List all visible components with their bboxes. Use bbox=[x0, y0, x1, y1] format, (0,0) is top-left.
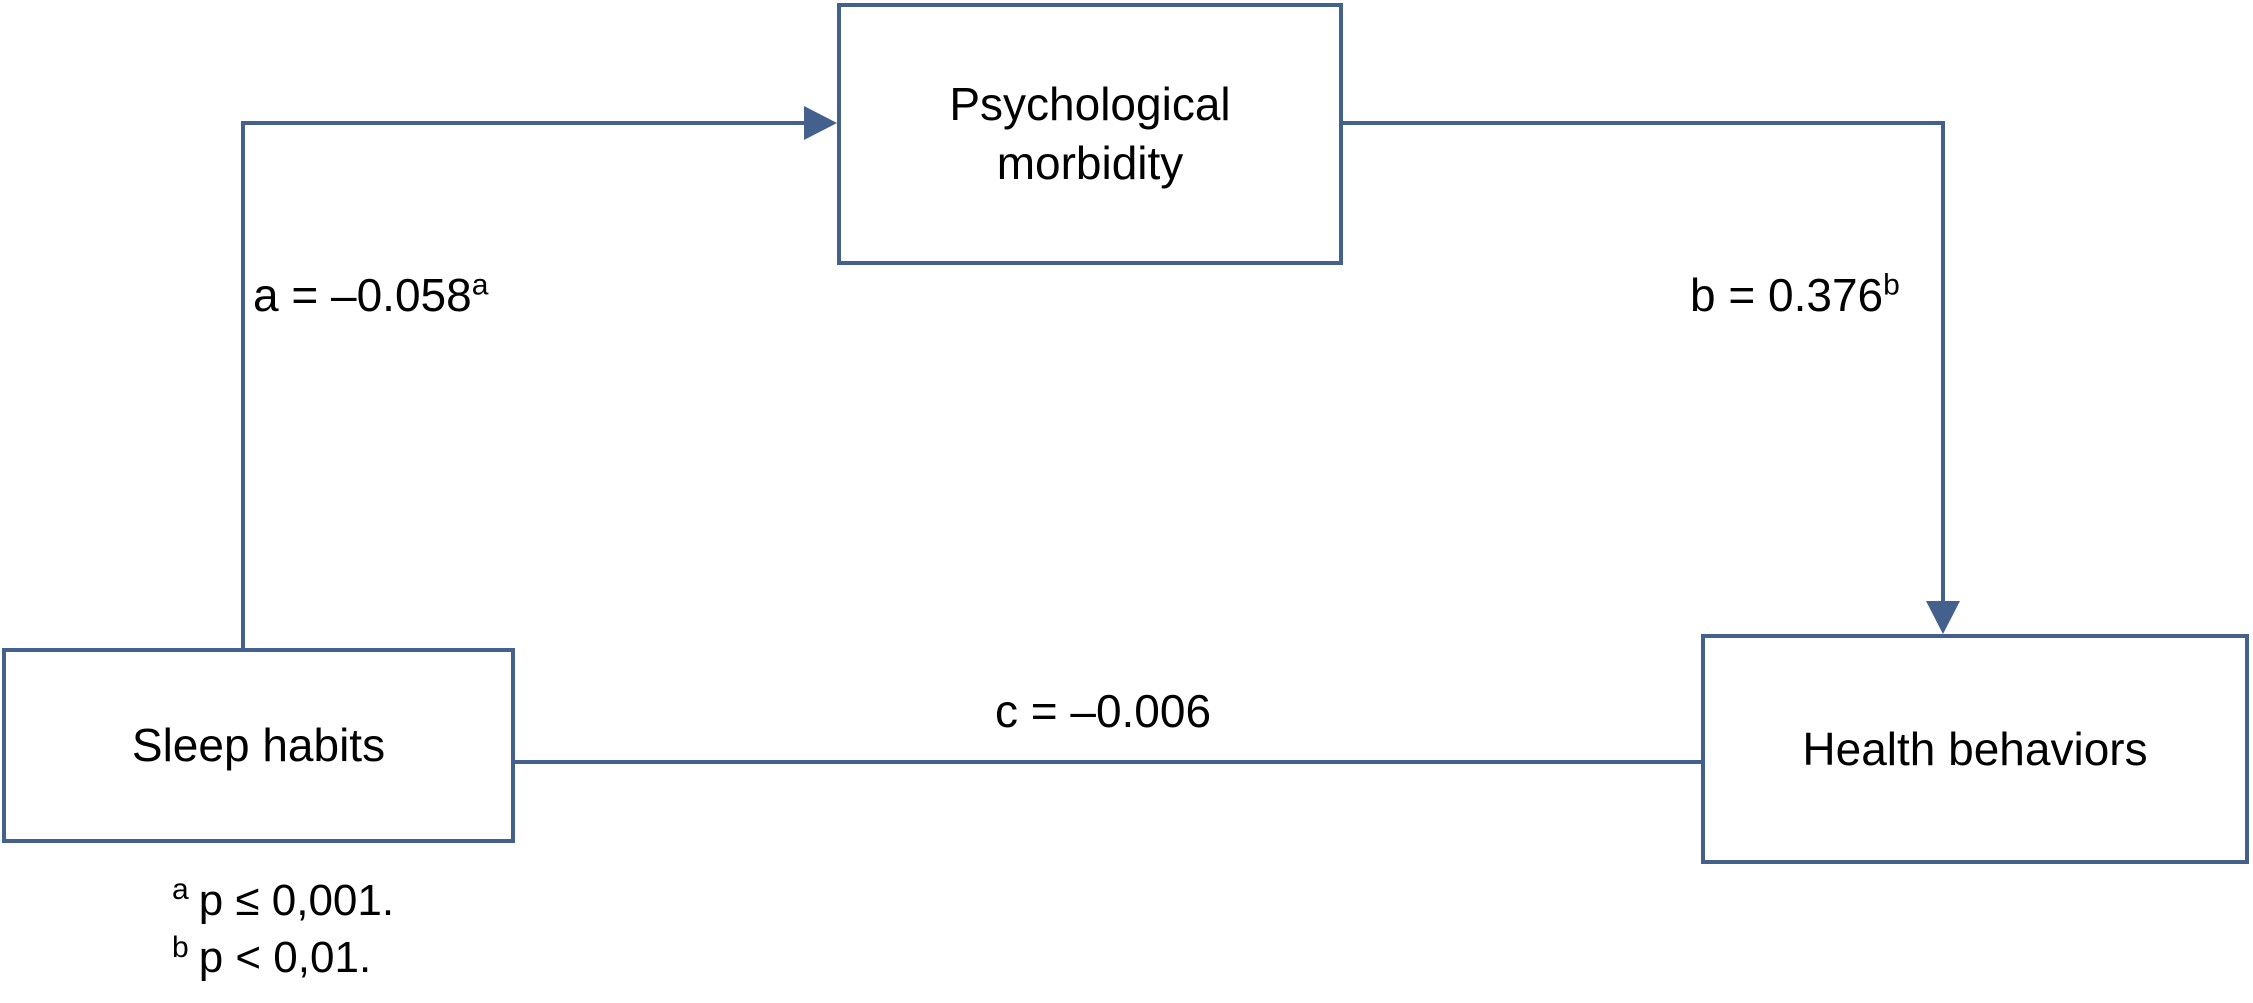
path-a-horizontal-line bbox=[241, 121, 805, 125]
path-c-coefficient: c = –0.006 bbox=[994, 685, 1212, 737]
node-health-behaviors-label: Health behaviors bbox=[1802, 722, 2148, 775]
footnote-b-text: p < 0,01. bbox=[198, 933, 372, 983]
path-b-label: b = 0.376b bbox=[1690, 268, 1900, 323]
footnote-b-marker: b bbox=[172, 930, 189, 964]
path-a-vertical-line bbox=[241, 121, 245, 648]
path-c-horizontal-line bbox=[513, 760, 1703, 764]
footnote-a: a p ≤ 0,001. bbox=[172, 872, 394, 929]
node-sleep-habits: Sleep habits bbox=[2, 648, 515, 843]
path-a-coefficient: a = –0.058 bbox=[253, 269, 472, 321]
path-b-horizontal-line bbox=[1339, 121, 1945, 125]
path-a-label: a = –0.058a bbox=[253, 268, 488, 323]
node-psychological-morbidity-label: Psychological morbidity bbox=[949, 78, 1231, 189]
path-b-superscript: b bbox=[1883, 268, 1900, 302]
path-b-coefficient: b = 0.376 bbox=[1690, 269, 1884, 321]
path-a-superscript: a bbox=[471, 268, 489, 302]
path-b-vertical-line bbox=[1941, 121, 1945, 602]
figure-footnotes: a p ≤ 0,001. b p < 0,01. bbox=[172, 872, 394, 986]
arrowhead-right-icon bbox=[804, 106, 837, 140]
node-sleep-habits-label: Sleep habits bbox=[131, 719, 386, 772]
node-psychological-morbidity: Psychological morbidity bbox=[837, 3, 1343, 265]
arrowhead-down-icon bbox=[1926, 601, 1960, 634]
footnote-a-marker: a bbox=[172, 873, 189, 907]
path-c-label: c = –0.006 bbox=[903, 684, 1303, 739]
footnote-b: b p < 0,01. bbox=[172, 929, 394, 986]
footnote-a-text: p ≤ 0,001. bbox=[198, 876, 395, 925]
node-health-behaviors: Health behaviors bbox=[1701, 634, 2249, 864]
